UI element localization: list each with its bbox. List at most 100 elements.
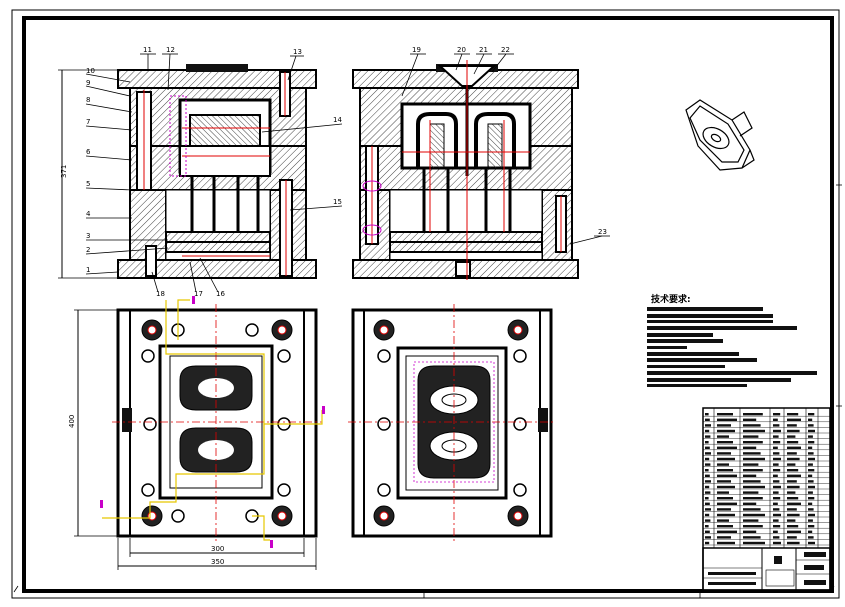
- callout-17: 17: [194, 290, 203, 298]
- bom-cell-text: [787, 424, 797, 427]
- sheet-ticks: [13, 184, 842, 598]
- callout-5: 5: [86, 180, 90, 188]
- bom-cell-text: [705, 530, 710, 533]
- bom-cell-text: [705, 429, 710, 433]
- bom-cell-text: [773, 424, 780, 427]
- bom-cell-text: [787, 418, 801, 421]
- bom-cell-text: [787, 519, 796, 522]
- bom-cell-text: [787, 452, 797, 455]
- section-view-right: [352, 60, 579, 280]
- callout-16: 16: [216, 290, 225, 298]
- callout-11: 11: [143, 46, 152, 54]
- bom-cell-text: [705, 525, 709, 528]
- bom-cell-text: [787, 463, 796, 466]
- bom-cell-text: [717, 413, 733, 416]
- bom-cell-text: [705, 474, 710, 477]
- bom-cell-text: [808, 441, 815, 444]
- dim-outer-width: 350: [211, 558, 224, 566]
- bom-cell-text: [773, 541, 781, 545]
- tech-requirements-lines: [647, 307, 817, 387]
- bom-cell-text: [787, 480, 797, 483]
- callout-22: 22: [501, 46, 510, 54]
- bom-cell-text: [787, 497, 799, 500]
- bom-cell-text: [773, 530, 778, 533]
- bom-cell-text: [743, 452, 761, 455]
- callout-13: 13: [293, 48, 302, 56]
- bom-cell-text: [717, 508, 731, 511]
- bom-cell-text: [743, 536, 761, 539]
- dim-height: 371: [60, 165, 68, 178]
- bom-cell-text: [808, 474, 813, 477]
- bom-cell-text: [808, 446, 813, 449]
- bom-cell-text: [773, 446, 778, 449]
- bom-cell-text: [808, 463, 813, 466]
- bom-cell-text: [705, 485, 710, 489]
- bom-cell-text: [717, 463, 729, 466]
- bom-cell-text: [743, 480, 761, 483]
- bom-cell-text: [743, 424, 761, 427]
- bom-cell-text: [808, 536, 814, 539]
- callout-8: 8: [86, 96, 90, 104]
- bom-cell-text: [705, 463, 711, 466]
- bom-cell-text: [743, 435, 759, 438]
- bom-cell-text: [808, 435, 813, 438]
- bom-cell-text: [787, 530, 801, 533]
- bom-cell-text: [705, 502, 710, 505]
- bom-cell-text: [773, 508, 780, 511]
- outer-border: [11, 9, 840, 599]
- bom-cell-text: [808, 469, 815, 472]
- bom-cell-text: [773, 497, 781, 500]
- bom-cell-text: [743, 530, 757, 533]
- bom-cell-text: [787, 541, 800, 545]
- bom-cell-text: [705, 413, 709, 416]
- bom-cell-text: [743, 508, 761, 511]
- bom-cell-text: [787, 469, 799, 472]
- bom-cell-text: [717, 435, 729, 438]
- bom-cell-text: [743, 469, 763, 472]
- bom-cell-text: [773, 463, 779, 466]
- callout-23: 23: [598, 228, 607, 236]
- bom-cell-text: [773, 513, 781, 517]
- callout-19: 19: [412, 46, 421, 54]
- bom-cell-text: [705, 480, 711, 483]
- bom-cell-text: [705, 418, 710, 421]
- bom-cell-text: [808, 485, 815, 489]
- bom-cell-text: [743, 474, 757, 477]
- bom-cell-text: [773, 502, 778, 505]
- bom-cell-text: [717, 452, 731, 455]
- bom-cell-text: [773, 525, 781, 528]
- callout-10: 10: [86, 67, 95, 75]
- bom-cell-text: [808, 424, 814, 427]
- bom-cell-text: [743, 497, 763, 500]
- bom-cell-text: [787, 457, 800, 461]
- bom-cell-text: [717, 446, 737, 449]
- bom-cell-text: [743, 519, 759, 522]
- callout-leaders-right: [401, 53, 610, 245]
- bom-cell-text: [808, 452, 814, 455]
- bom-cell-text: [705, 541, 710, 545]
- bom-cell-text: [705, 452, 711, 455]
- bom-cell-text: [705, 435, 711, 438]
- plan-view-left: [74, 296, 325, 570]
- bom-cell-text: [808, 418, 813, 421]
- dim-plate-height: 400: [68, 415, 76, 428]
- bom-cell-text: [705, 469, 709, 472]
- callout-6: 6: [86, 148, 91, 156]
- bom-cell-text: [717, 457, 735, 461]
- bom-cell-text: [743, 485, 765, 489]
- bom-cell-text: [808, 413, 815, 416]
- bom-cell-text: [787, 491, 796, 494]
- callout-7: 7: [86, 118, 90, 126]
- bom-cell-text: [717, 519, 729, 522]
- bom-cell-text: [773, 452, 780, 455]
- bom-cell-text: [743, 457, 765, 461]
- bom-cell-text: [717, 429, 735, 433]
- plan-view-right: [348, 304, 556, 542]
- bom-cell-text: [787, 485, 800, 489]
- bom-cell-text: [717, 441, 733, 444]
- bom-cell-text: [787, 474, 801, 477]
- callout-15: 15: [333, 198, 342, 206]
- callout-20: 20: [457, 46, 466, 54]
